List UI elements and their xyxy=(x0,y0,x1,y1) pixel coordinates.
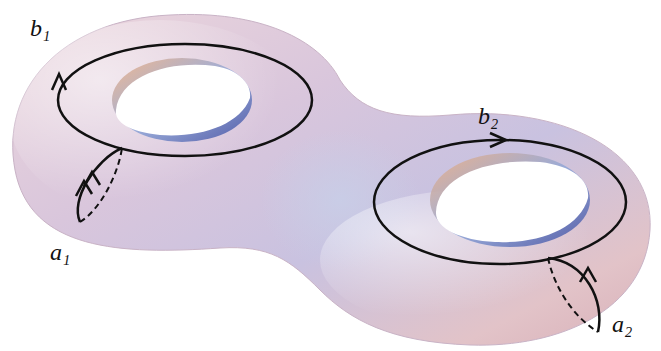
curve-label: b₂ xyxy=(478,104,498,128)
curve-label: b₁ xyxy=(30,16,50,40)
curve-label: a₁ xyxy=(50,240,70,264)
curve-label: a₂ xyxy=(612,312,632,336)
